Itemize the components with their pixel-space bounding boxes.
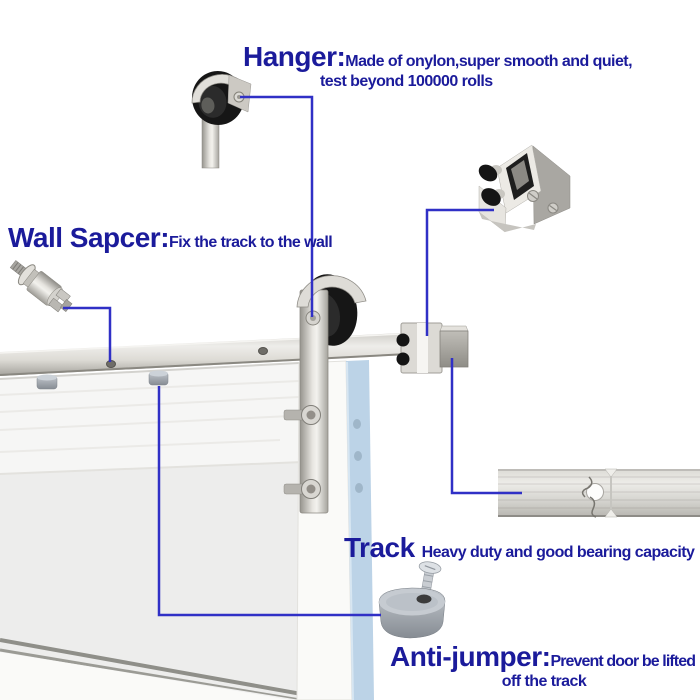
track-label: Track: [344, 532, 415, 563]
mounted-anti-jumpers: [36, 370, 169, 390]
door-bottom-rail: [0, 638, 336, 700]
glass-edge-highlight: [346, 361, 354, 700]
door-bolt: [283, 405, 321, 425]
glass-top-line: [0, 461, 304, 475]
callout-lines: [63, 95, 522, 617]
anti-jumper-desc: Prevent door be lifted: [550, 653, 696, 670]
track-screw-hole: [258, 347, 268, 355]
mounted-track: [0, 330, 468, 376]
anti-jumper-puck-icon: [378, 561, 446, 639]
glass-edge-bolts: [353, 419, 363, 493]
anti-jumper-callout-line: [157, 386, 381, 617]
hole-wire: [581, 476, 597, 518]
track-callout-text: Track Heavy duty and good bearing capacit…: [344, 532, 695, 564]
anti-jumper-label: Anti-jumper:: [390, 641, 551, 672]
bracket-callout-line: [425, 208, 494, 336]
track-bar-icon: [498, 468, 700, 518]
hanger-callout-line: [240, 95, 314, 317]
wall-spacer-desc: Fix the track to the wall: [169, 234, 333, 251]
hanger-desc-line2: test beyond 100000 rolls: [320, 73, 493, 91]
track-desc: Heavy duty and good bearing capacity: [421, 544, 695, 561]
mounted-hanger: [283, 274, 367, 514]
hanger-desc: Made of onylon,super smooth and quiet,: [345, 53, 632, 70]
anti-jumper-callout-text: Anti-jumper:Prevent door be lifted off t…: [390, 641, 698, 692]
mounted-end-bracket: [396, 322, 469, 374]
hanger-strap-curve: [296, 275, 367, 308]
wall-spacer-callout-text: Wall Sapcer:Fix the track to the wall: [8, 222, 333, 254]
hanger-callout-text: Hanger:Made of onylon,super smooth and q…: [243, 41, 633, 92]
hanger-label: Hanger:: [243, 41, 346, 72]
glass-panel: [0, 462, 309, 700]
track-mount-hole: [586, 483, 604, 501]
track-callout-line: [450, 358, 522, 495]
hanger-roller-icon: [191, 71, 252, 169]
wall-spacer-callout-line: [63, 306, 112, 362]
door-bolt: [283, 479, 321, 499]
corner-bracket-icon: [478, 144, 571, 233]
door-wood-grain: [0, 380, 300, 453]
track-end-cap: [439, 330, 469, 368]
wall-spacer-label: Wall Sapcer:: [8, 222, 170, 253]
anti-jumper-desc-line2: off the track: [501, 673, 587, 691]
